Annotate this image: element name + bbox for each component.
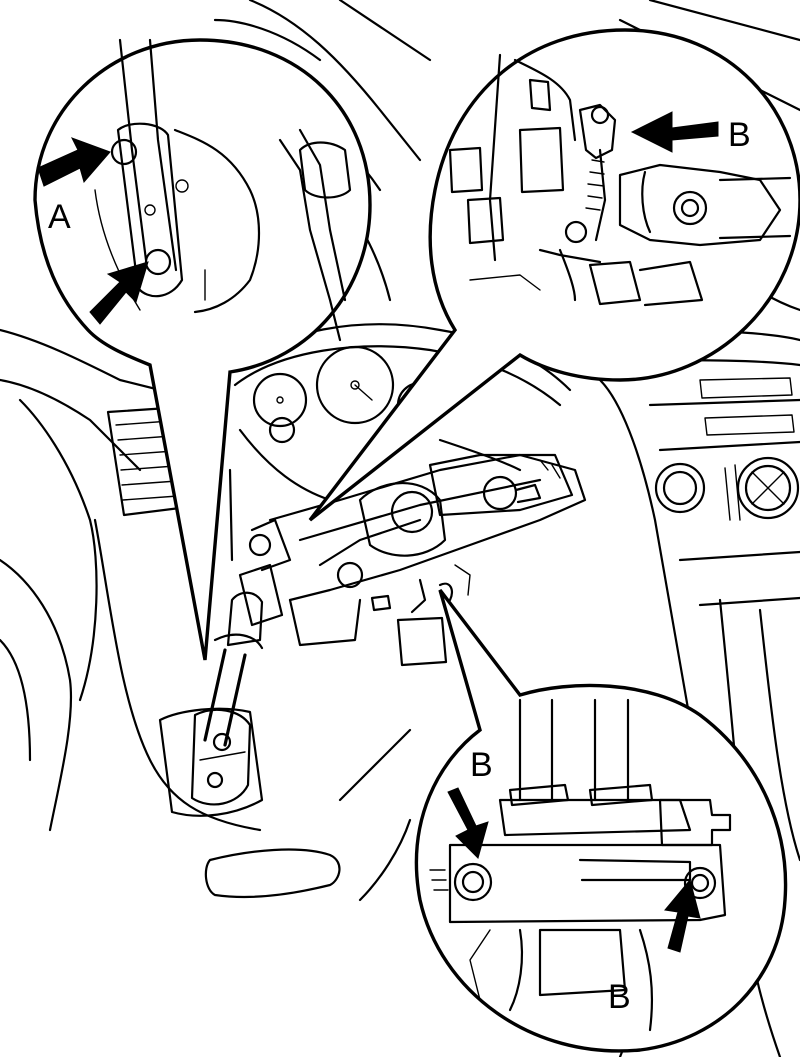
callout-label-b-upper: B [470, 746, 493, 784]
callout-label-b-lower: B [608, 978, 631, 1016]
arrow-icon [630, 111, 719, 153]
detail-b-lower-parts [429, 698, 732, 1032]
callout-bottom-right: B B [414, 588, 788, 1053]
callout-label-b-top: B [728, 116, 751, 154]
callout-label-a: A [48, 198, 71, 236]
detail-b-parts [448, 53, 792, 307]
arrow-icon [37, 137, 111, 187]
callout-top-right: B [308, 28, 800, 522]
arrow-icon [664, 878, 701, 953]
callout-top-left: A [33, 38, 372, 661]
arrow-icon [89, 261, 149, 325]
steering-column-assembly [190, 453, 587, 806]
arrow-icon [447, 787, 489, 859]
